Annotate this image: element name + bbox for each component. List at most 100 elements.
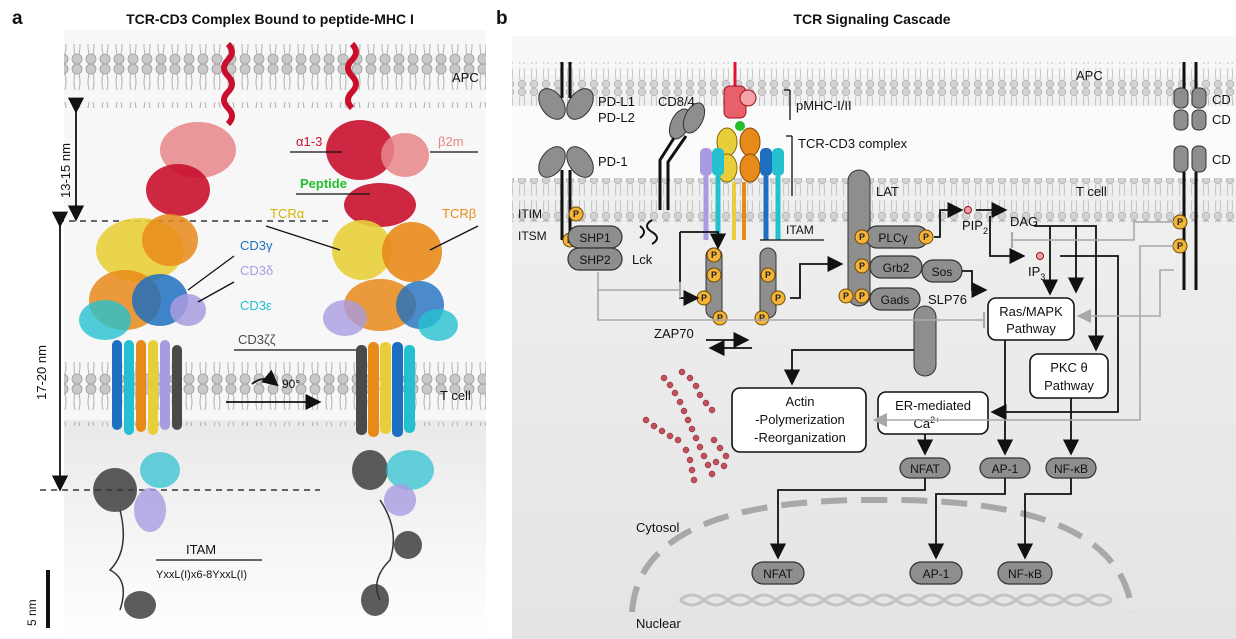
nfat-cyto-label: NFAT (910, 462, 940, 476)
cd-right-label-1: CD (1212, 92, 1231, 107)
label-cd3e: CD3ε (240, 298, 272, 313)
lat-phospho-4-label: P (859, 291, 865, 301)
right-tm-helix-2 (368, 342, 379, 437)
panel-b-apc-membrane (512, 62, 1236, 106)
slp76-pill (913, 305, 937, 377)
lat-phospho-2-label: P (859, 261, 865, 271)
right-b2m-domain (381, 133, 429, 177)
dist-bottom-label: 17-20 nm (34, 345, 49, 400)
tcr-cd3-complex (700, 127, 784, 240)
right-itam-cluster-2 (386, 450, 434, 490)
lat-phospho-2 (854, 258, 870, 274)
arrow-plcg-to-pip2 (934, 201, 964, 238)
label-cd3d: CD3δ (240, 263, 273, 278)
right-tm-helix-5 (404, 345, 415, 433)
left-itam-cluster-4 (124, 591, 156, 619)
left-tm-helix-3 (136, 340, 146, 432)
cd-right-tcell (1173, 145, 1207, 290)
actin-line1: Actin (786, 394, 815, 409)
cd-right-label-2: CD (1212, 112, 1231, 127)
pd1-phospho-1 (568, 206, 584, 222)
panel-b: b TCR Signaling Cascade APC T cell PD-L1… (496, 8, 1236, 639)
right-itam-cluster-5 (361, 584, 389, 616)
sos-label: Sos (932, 265, 953, 279)
lck-squiggle (646, 219, 658, 245)
pkc-line1: PKC θ (1050, 360, 1088, 375)
left-mhc-helix (221, 41, 235, 127)
plcg-phospho (918, 229, 934, 245)
panel-a-title: TCR-CD3 Complex Bound to peptide-MHC I (126, 11, 414, 27)
left-cd3e (79, 300, 131, 340)
nfkb-nuc-pill (997, 561, 1053, 585)
pd1-receptor (538, 146, 594, 240)
panel-a: a TCR-CD3 Complex Bound to peptide-MHC I… (12, 8, 486, 639)
itam-label-a: ITAM (186, 542, 216, 557)
lat-phospho-3 (838, 288, 854, 304)
shp2-label: SHP2 (579, 253, 611, 267)
arrow-zap70-to-lat (790, 255, 844, 299)
leader-tcr-alpha (265, 225, 341, 251)
label-peptide: Peptide (300, 176, 347, 191)
lat-phospho-4 (854, 288, 870, 304)
arrow-ap1-to-nucleus (927, 478, 1006, 560)
dna-strand-2 (679, 593, 1113, 607)
cd3-phospho-4 (712, 310, 728, 326)
left-itam-cluster-3 (134, 488, 166, 532)
cd3-phospho-1-label: P (711, 250, 717, 260)
arrow-lck-to-itam (680, 231, 727, 250)
nfkb-nuc-label: NF-κB (1008, 567, 1042, 581)
dag-label: DAG (1010, 214, 1038, 229)
actin-line3: -Reorganization (754, 430, 846, 445)
arrow-slp76-to-actin (783, 349, 914, 386)
cd3-phospho-2 (706, 267, 722, 283)
dist-top-label: 13-15 nm (58, 143, 73, 198)
structure-left (79, 41, 236, 619)
pdl2-label: PD-L2 (598, 110, 635, 125)
shp2-pill (567, 247, 623, 271)
left-tail (108, 509, 125, 611)
cd-right-label-3: CD (1212, 152, 1231, 167)
right-mhc-helix (345, 41, 359, 111)
panel-b-synapse-space (512, 106, 1236, 180)
label-cd3g: CD3γ (240, 238, 273, 253)
cd3-phospho-5-label: P (765, 270, 771, 280)
cd84-coreceptor (658, 102, 706, 210)
label-cd3zz: CD3ζζ (238, 332, 276, 347)
lck-squiggle-2 (639, 225, 645, 239)
gads-pill (869, 287, 921, 311)
pmhc-label: pMHC-I/II (796, 98, 852, 113)
ras-mapk-line2: Pathway (1006, 321, 1056, 336)
er-line1: ER-mediated (895, 398, 971, 413)
actin-box (731, 387, 867, 453)
leader-tcr-beta (429, 225, 479, 251)
leader-cd3g (187, 255, 235, 291)
pip2-dot (964, 206, 972, 214)
right-tm-helix-3 (380, 342, 391, 434)
left-tm-helix-2 (124, 340, 134, 435)
pmhc-complex (723, 62, 757, 131)
shp1-label: SHP1 (579, 231, 611, 245)
cd3-phospho-3-label: P (701, 293, 707, 303)
plcg-label: PLCγ (878, 231, 907, 245)
ap1-nuc-label: AP-1 (923, 567, 950, 581)
gray-arrow-cd-to-ras (1076, 269, 1174, 324)
cd3-phospho-7-label: P (759, 313, 765, 323)
arrow-pip2-to-ip3 (989, 216, 1026, 265)
left-tm-helix-1 (112, 340, 122, 430)
itim-label: ITIM (518, 207, 542, 221)
cd3-phospho-6 (770, 290, 786, 306)
pkc-box (1029, 353, 1109, 399)
inhibit-cd-to-dag (1012, 221, 1174, 241)
right-itam-cluster-1 (352, 450, 388, 490)
cd-right-phospho-1-label: P (1177, 217, 1183, 227)
actin-line2: -Polymerization (755, 412, 845, 427)
lat-phospho-1-label: P (859, 232, 865, 242)
panel-b-tcell-label: T cell (1076, 184, 1107, 199)
right-itam-cluster-4 (394, 531, 422, 559)
right-tcr-beta (382, 222, 442, 282)
arrow-nfat-to-nucleus (769, 478, 926, 560)
right-tcr-alpha (332, 220, 392, 280)
panel-a-tcell-label: T cell (440, 388, 471, 403)
left-itam-cluster-2 (140, 452, 180, 488)
lat-phospho-1 (854, 229, 870, 245)
